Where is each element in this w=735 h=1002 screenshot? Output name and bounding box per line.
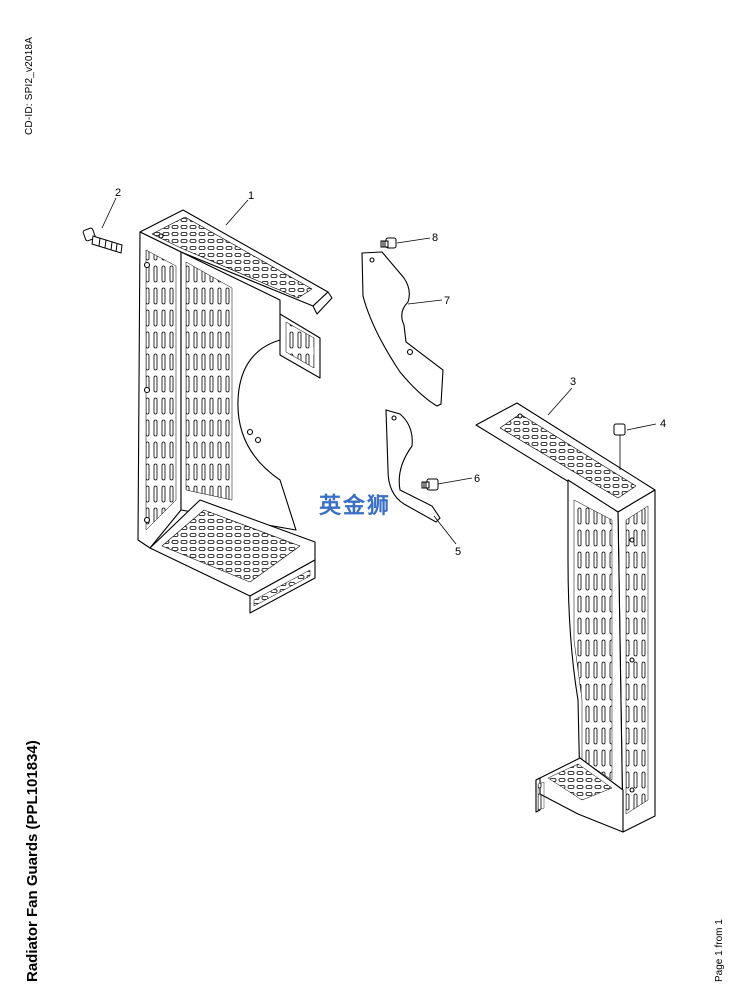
leader-lines xyxy=(101,197,657,545)
fan-guard-left xyxy=(137,209,333,614)
bolt-8-icon xyxy=(380,237,397,249)
callout-6: 6 xyxy=(474,473,480,485)
callout-8: 8 xyxy=(432,232,438,244)
fan-guard-right xyxy=(475,402,656,833)
callout-3: 3 xyxy=(570,376,576,388)
bracket-5 xyxy=(385,409,441,523)
bolt-2-icon xyxy=(82,227,123,254)
plate-7 xyxy=(361,251,444,407)
callout-7: 7 xyxy=(444,295,450,307)
callout-5: 5 xyxy=(455,546,461,558)
watermark: 英金狮 xyxy=(319,494,392,519)
callout-4: 4 xyxy=(660,418,666,430)
callout-2: 2 xyxy=(115,187,121,199)
callout-1: 1 xyxy=(248,190,254,202)
bolt-4-icon xyxy=(613,423,626,470)
bolt-6-icon xyxy=(421,478,439,491)
